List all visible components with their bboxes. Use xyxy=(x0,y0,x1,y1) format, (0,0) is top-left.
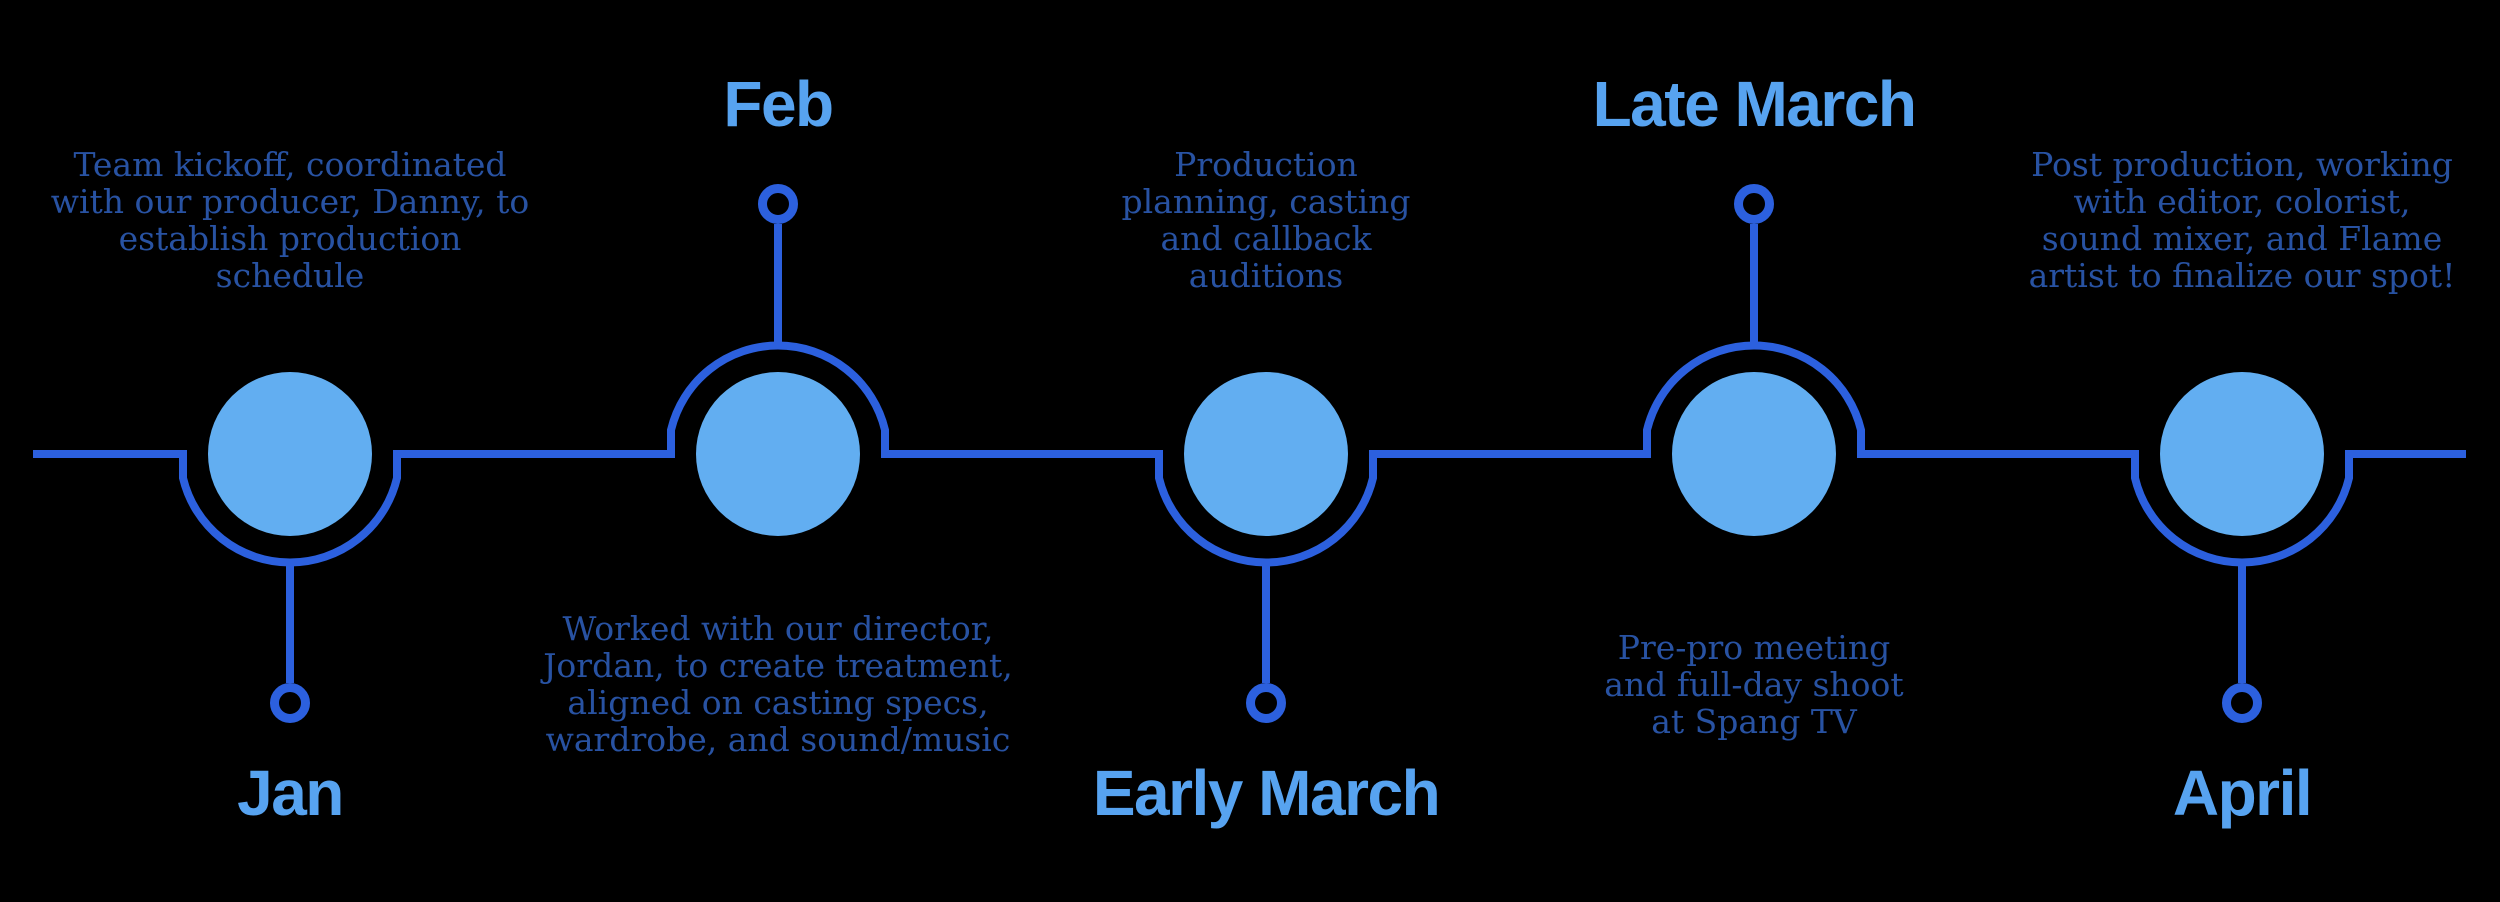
milestone-node-circle xyxy=(1672,372,1836,536)
milestone-title: Feb xyxy=(723,68,834,140)
milestone-knob xyxy=(1734,184,1774,224)
milestone-title: April xyxy=(2172,757,2313,829)
milestone-description: Team kickoff, coordinated with our produ… xyxy=(50,145,530,295)
milestone-title: Jan xyxy=(237,757,344,829)
milestone-description: Pre-pro meeting and full-day shoot at Sp… xyxy=(1604,627,1904,741)
milestone-knob xyxy=(270,683,310,723)
milestone-description: Production planning, casting and callbac… xyxy=(1121,145,1411,295)
milestone-knob xyxy=(758,184,798,224)
milestone-node-circle xyxy=(2160,372,2324,536)
milestone-title: Late March xyxy=(1592,68,1917,140)
milestone-knob xyxy=(2222,683,2262,723)
milestone-description: Worked with our director, Jordan, to cre… xyxy=(543,609,1013,759)
milestone-knob xyxy=(1246,683,1286,723)
milestone-title: Early March xyxy=(1092,757,1441,829)
milestone-description: Post production, working with editor, co… xyxy=(2028,145,2456,295)
milestone-node-circle xyxy=(696,372,860,536)
milestone-node-circle xyxy=(208,372,372,536)
milestone-node-circle xyxy=(1184,372,1348,536)
timeline-connector xyxy=(33,341,2466,567)
